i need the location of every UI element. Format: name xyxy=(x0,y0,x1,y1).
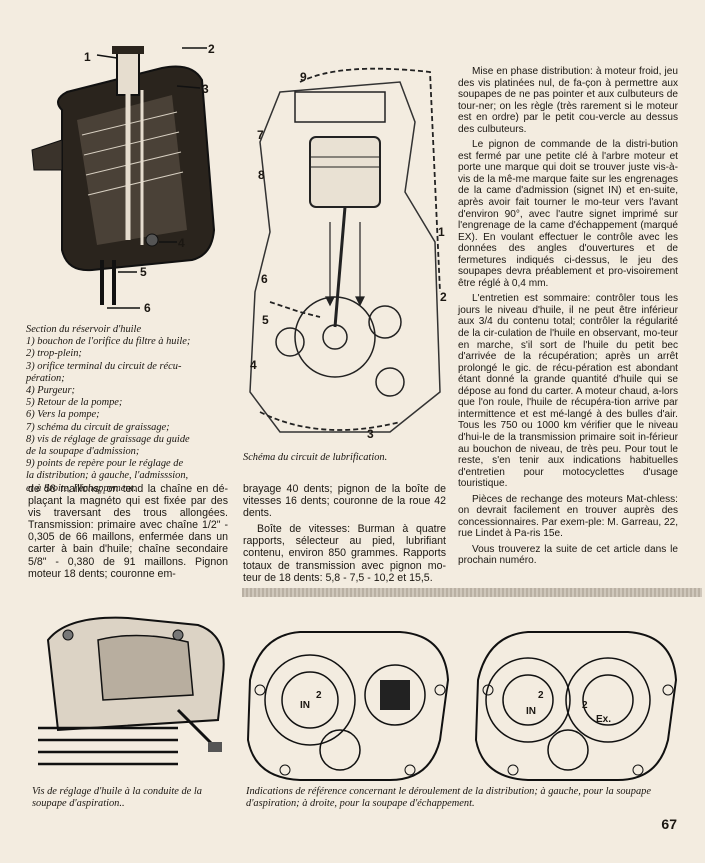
lubrication-caption: Schéma du circuit de lubrification. xyxy=(243,452,388,463)
page-number: 67 xyxy=(661,816,677,832)
lube-label-9: 9 xyxy=(300,70,307,84)
timing-mark-2-left: 2 xyxy=(316,690,322,701)
left-column-text: de 58 maillons; on tend la chaîne en dé-… xyxy=(28,483,228,580)
right-column-text: Mise en phase distribution: à moteur fro… xyxy=(458,66,678,567)
tank-label-3: 3 xyxy=(202,82,209,96)
timing-mark-2a-right: 2 xyxy=(538,690,544,701)
lube-label-4: 4 xyxy=(250,358,257,372)
timing-mark-in-right: IN xyxy=(526,706,536,717)
lube-label-8: 8 xyxy=(258,168,265,182)
tank-label-6: 6 xyxy=(144,301,151,315)
tank-caption: Section du réservoir d'huile 1) bouchon … xyxy=(26,324,191,494)
tank-label-5: 5 xyxy=(140,265,147,279)
tank-label-2: 2 xyxy=(208,42,215,56)
lube-label-1: 1 xyxy=(438,225,445,239)
timing-diagram-exhaust xyxy=(474,631,678,781)
lube-label-5: 5 xyxy=(262,313,269,327)
lube-label-7: 7 xyxy=(257,128,264,142)
lube-label-6: 6 xyxy=(261,272,268,286)
timing-caption: Indications de référence concernant le d… xyxy=(246,786,651,810)
tank-label-4: 4 xyxy=(178,236,185,250)
timing-diagram-intake xyxy=(246,631,450,781)
separator-band xyxy=(242,588,702,597)
timing-mark-2b-right: 2 xyxy=(582,700,588,711)
middle-column-text: brayage 40 dents; pignon de la boîte de … xyxy=(243,483,446,584)
lube-label-2: 2 xyxy=(440,290,447,304)
lubrication-circuit-diagram xyxy=(249,67,441,433)
tank-label-1: 1 xyxy=(84,50,91,64)
head-caption: Vis de réglage d'huile à la conduite de … xyxy=(32,786,202,810)
timing-mark-in-left: IN xyxy=(300,700,310,711)
lube-label-3: 3 xyxy=(367,427,374,441)
oil-tank-illustration xyxy=(31,46,216,309)
cylinder-head-illustration xyxy=(38,616,225,766)
timing-mark-ex-right: Ex. xyxy=(596,714,612,725)
